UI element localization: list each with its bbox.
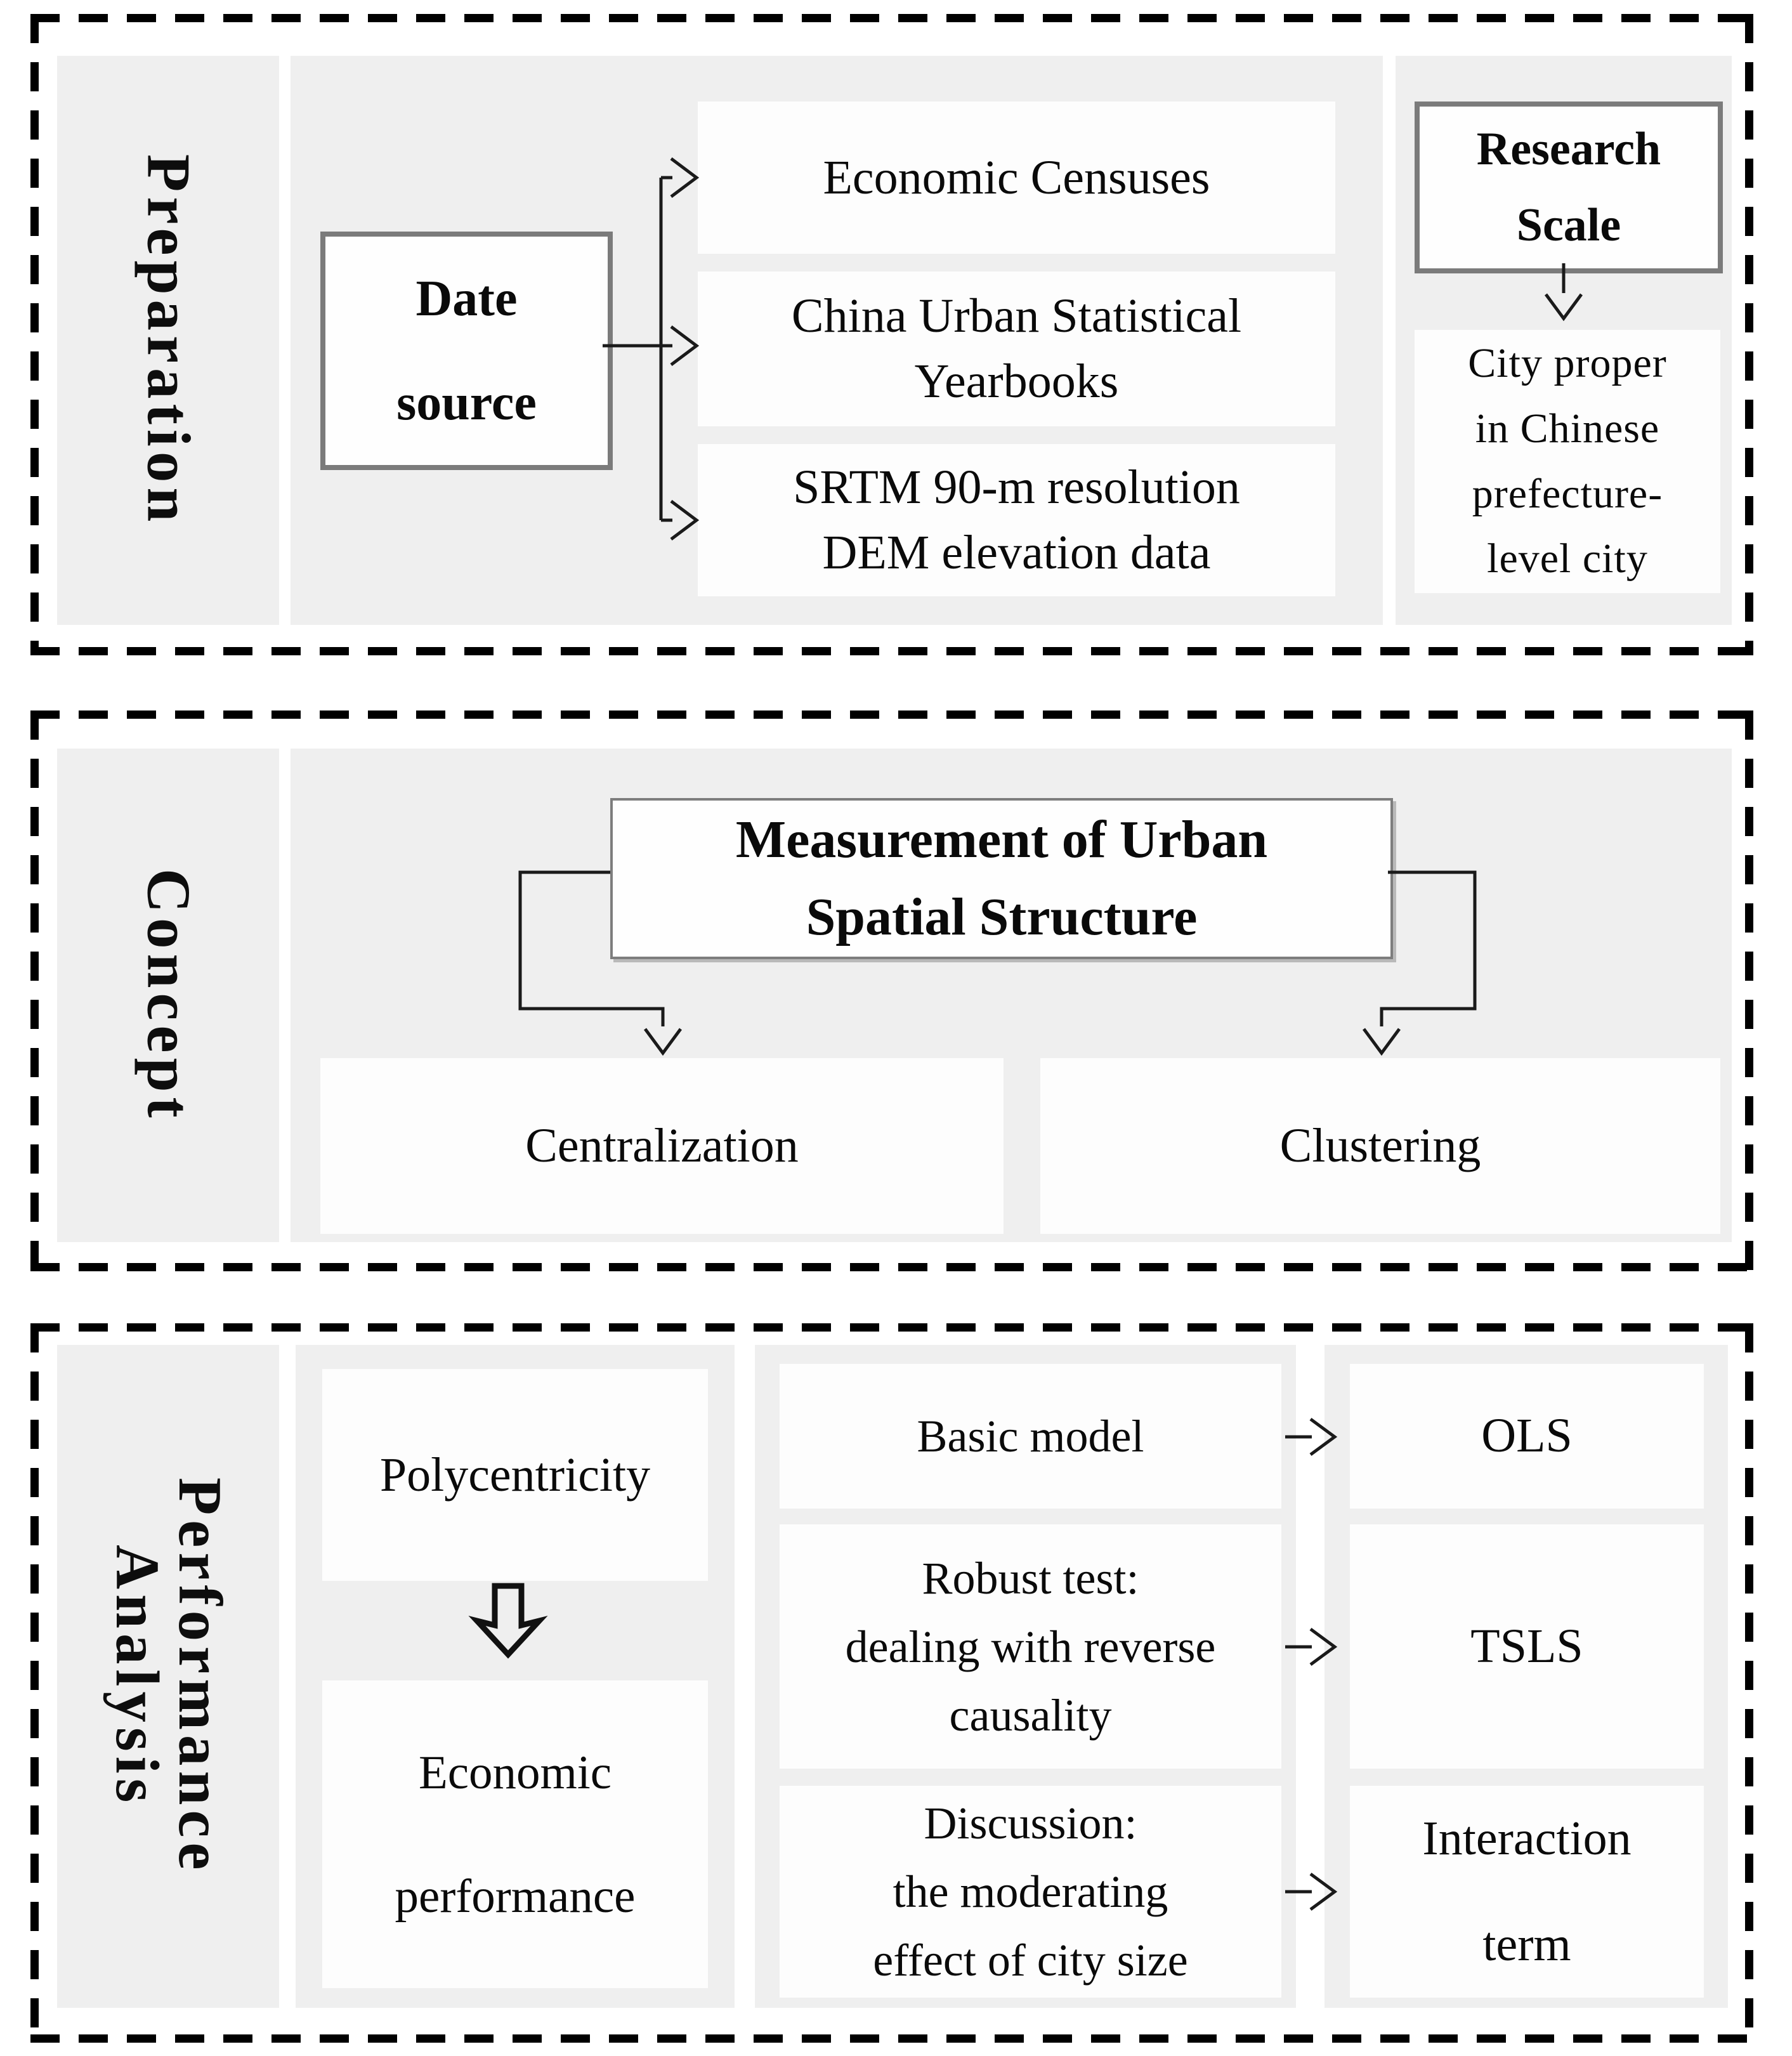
research-scope-box: City proper in Chinese prefecture- level…: [1415, 330, 1720, 593]
basic-model-box: Basic model: [780, 1364, 1281, 1509]
interaction-term-label: Interaction term: [1422, 1811, 1632, 1971]
research-scale-box: Research Scale: [1415, 101, 1723, 273]
economic-performance-box: Economic performance: [322, 1680, 708, 1988]
section-concept-border-right: [1745, 710, 1753, 1271]
source-box-yearbooks: China Urban Statistical Yearbooks: [698, 272, 1335, 426]
research-scale-label: Research Scale: [1476, 122, 1661, 251]
date-source-label: Date source: [396, 271, 537, 431]
section-preparation-border-left: [30, 14, 39, 655]
concept-label-panel: Concept: [57, 749, 279, 1242]
robust-test-box: Robust test: dealing with reverse causal…: [780, 1524, 1281, 1769]
economic-performance-label: Economic performance: [395, 1746, 636, 1923]
section-concept-border-left: [30, 710, 39, 1271]
concept-label: Concept: [134, 868, 203, 1123]
performance-label: Performance Analysis: [103, 1477, 234, 1875]
ols-label: OLS: [1481, 1409, 1573, 1463]
centralization-box: Centralization: [320, 1058, 1004, 1234]
source-srtm-dem-label: SRTM 90-m resolution DEM elevation data: [793, 461, 1240, 579]
section-concept-border-bottom: [30, 1263, 1753, 1271]
source-box-economic-censuses: Economic Censuses: [698, 101, 1335, 254]
tsls-box: TSLS: [1350, 1524, 1704, 1769]
preparation-label: Preparation: [134, 154, 203, 527]
tsls-label: TSLS: [1470, 1619, 1583, 1673]
centralization-label: Centralization: [525, 1119, 799, 1172]
section-performance-border-right: [1745, 1323, 1753, 2043]
source-economic-censuses-label: Economic Censuses: [823, 150, 1210, 204]
interaction-term-box: Interaction term: [1350, 1786, 1704, 1998]
section-preparation-border-bottom: [30, 647, 1753, 655]
robust-test-label: Robust test: dealing with reverse causal…: [845, 1552, 1216, 1741]
research-scope-label: City proper in Chinese prefecture- level…: [1468, 339, 1667, 582]
preparation-label-panel: Preparation: [57, 56, 279, 625]
section-performance-border-bottom: [30, 2034, 1753, 2043]
ols-box: OLS: [1350, 1364, 1704, 1509]
section-performance-border-left: [30, 1323, 39, 2043]
measurement-box: Measurement of Urban Spatial Structure: [610, 798, 1393, 959]
discussion-box: Discussion: the moderating effect of cit…: [780, 1786, 1281, 1998]
polycentricity-label: Polycentricity: [379, 1448, 651, 1502]
section-performance-border-top: [30, 1323, 1753, 1332]
clustering-label: Clustering: [1279, 1119, 1481, 1172]
polycentricity-box: Polycentricity: [322, 1369, 708, 1581]
section-preparation-border-right: [1745, 14, 1753, 655]
section-preparation-border-top: [30, 14, 1753, 22]
measurement-label: Measurement of Urban Spatial Structure: [735, 810, 1268, 946]
performance-label-panel: Performance Analysis: [57, 1345, 279, 2008]
date-source-box: Date source: [320, 232, 613, 470]
source-yearbooks-label: China Urban Statistical Yearbooks: [791, 289, 1242, 408]
source-box-srtm-dem: SRTM 90-m resolution DEM elevation data: [698, 444, 1335, 596]
clustering-box: Clustering: [1040, 1058, 1720, 1234]
discussion-label: Discussion: the moderating effect of cit…: [873, 1798, 1188, 1986]
section-concept-border-top: [30, 710, 1753, 719]
basic-model-label: Basic model: [917, 1411, 1144, 1462]
